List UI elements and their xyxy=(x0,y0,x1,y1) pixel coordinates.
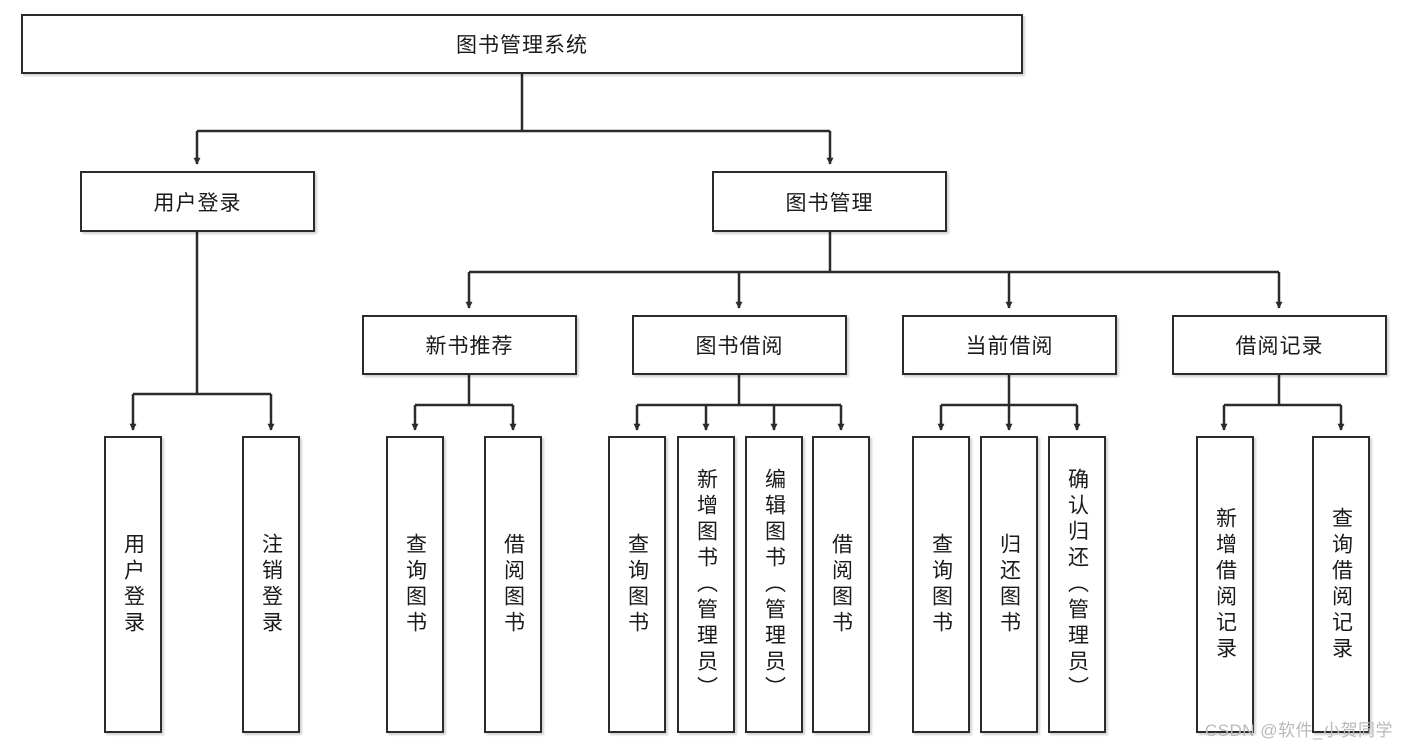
node-leaf-query-record-label: 查询借阅记录 xyxy=(1329,506,1353,663)
node-root-label: 图书管理系统 xyxy=(456,34,588,57)
node-user-login[interactable]: 用户登录 xyxy=(80,171,315,232)
node-leaf-borrow-book-a-label: 借阅图书 xyxy=(501,532,525,637)
node-new-book-rec[interactable]: 新书推荐 xyxy=(362,315,577,375)
node-leaf-query-book-c[interactable]: 查询图书 xyxy=(912,436,970,733)
node-leaf-edit-book-label: 编辑图书（管理员） xyxy=(762,467,786,702)
node-leaf-return-book[interactable]: 归还图书 xyxy=(980,436,1038,733)
node-leaf-query-book-b[interactable]: 查询图书 xyxy=(608,436,666,733)
node-new-book-rec-label: 新书推荐 xyxy=(425,335,514,358)
node-current-borrow[interactable]: 当前借阅 xyxy=(902,315,1117,375)
node-leaf-add-record[interactable]: 新增借阅记录 xyxy=(1196,436,1254,733)
node-current-borrow-label: 当前借阅 xyxy=(965,335,1054,358)
node-leaf-query-book-a-label: 查询图书 xyxy=(403,532,427,637)
node-leaf-edit-book[interactable]: 编辑图书（管理员） xyxy=(745,436,803,733)
node-leaf-user-login-label: 用户登录 xyxy=(121,532,145,637)
node-leaf-borrow-book-b-label: 借阅图书 xyxy=(829,532,853,637)
node-leaf-add-book-label: 新增图书（管理员） xyxy=(694,467,718,702)
node-root[interactable]: 图书管理系统 xyxy=(21,14,1023,74)
node-leaf-query-book-a[interactable]: 查询图书 xyxy=(386,436,444,733)
node-leaf-query-record[interactable]: 查询借阅记录 xyxy=(1312,436,1370,733)
node-book-borrow-label: 图书借阅 xyxy=(695,335,784,358)
node-borrow-record[interactable]: 借阅记录 xyxy=(1172,315,1387,375)
node-book-borrow[interactable]: 图书借阅 xyxy=(632,315,847,375)
node-leaf-add-record-label: 新增借阅记录 xyxy=(1213,506,1237,663)
node-leaf-confirm-return-label: 确认归还（管理员） xyxy=(1065,467,1089,702)
node-leaf-add-book[interactable]: 新增图书（管理员） xyxy=(677,436,735,733)
node-leaf-borrow-book-b[interactable]: 借阅图书 xyxy=(812,436,870,733)
node-leaf-return-book-label: 归还图书 xyxy=(997,532,1021,637)
node-leaf-borrow-book-a[interactable]: 借阅图书 xyxy=(484,436,542,733)
node-leaf-query-book-b-label: 查询图书 xyxy=(625,532,649,637)
node-book-manage[interactable]: 图书管理 xyxy=(712,171,947,232)
node-leaf-confirm-return[interactable]: 确认归还（管理员） xyxy=(1048,436,1106,733)
csdn-watermark: CSDN @软件_小贺同学 xyxy=(1204,721,1393,740)
node-leaf-user-login[interactable]: 用户登录 xyxy=(104,436,162,733)
node-leaf-logout[interactable]: 注销登录 xyxy=(242,436,300,733)
node-user-login-label: 用户登录 xyxy=(153,191,242,215)
node-book-manage-label: 图书管理 xyxy=(785,191,874,215)
node-leaf-query-book-c-label: 查询图书 xyxy=(929,532,953,637)
node-borrow-record-label: 借阅记录 xyxy=(1235,335,1324,358)
node-leaf-logout-label: 注销登录 xyxy=(259,532,283,637)
